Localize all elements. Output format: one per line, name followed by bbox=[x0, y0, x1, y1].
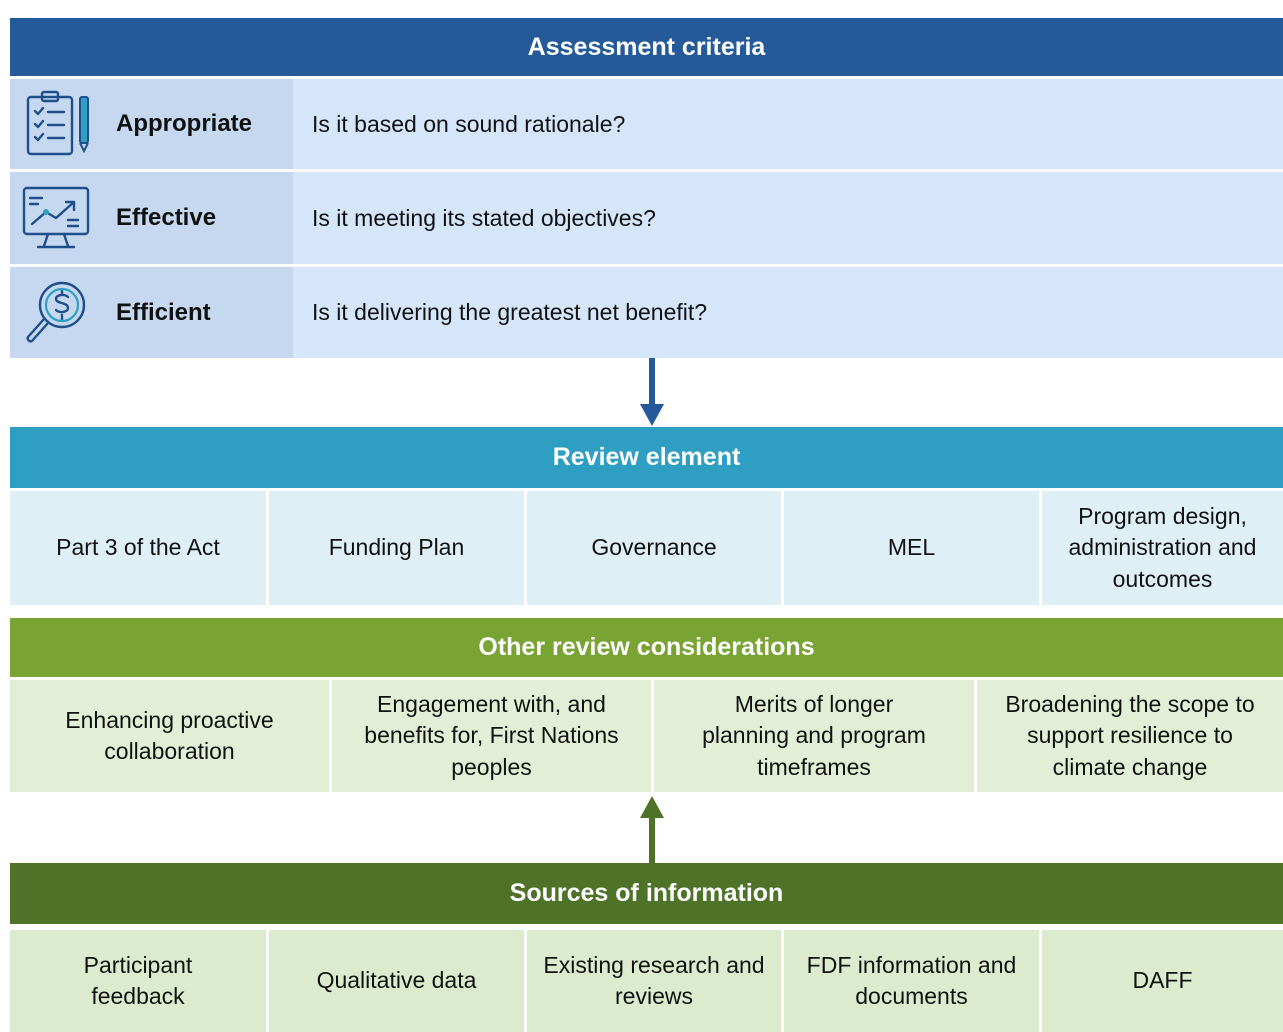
criteria-row-effective: Effective Is it meeting its stated objec… bbox=[10, 172, 1283, 264]
other-consideration-text: Broadening the scope to support resilien… bbox=[1005, 690, 1255, 780]
other-considerations-row: Enhancing proactive collaboration Engage… bbox=[10, 680, 1283, 792]
assessment-criteria-title: Assessment criteria bbox=[527, 32, 766, 61]
review-element-cell: Funding Plan bbox=[269, 491, 524, 605]
review-element-cell: Governance bbox=[527, 491, 781, 605]
assessment-criteria-header: Assessment criteria bbox=[10, 18, 1283, 76]
criteria-row-efficient: Efficient Is it delivering the greatest … bbox=[10, 267, 1283, 358]
criteria-question-cell: Is it delivering the greatest net benefi… bbox=[293, 267, 1283, 358]
criteria-question: Is it meeting its stated objectives? bbox=[312, 204, 656, 231]
source-cell: DAFF bbox=[1042, 930, 1283, 1032]
review-element-cell: Part 3 of the Act bbox=[10, 491, 266, 605]
other-consideration-cell: Engagement with, and benefits for, First… bbox=[332, 680, 651, 792]
criteria-row-appropriate: Appropriate Is it based on sound rationa… bbox=[10, 79, 1283, 169]
review-element-text: MEL bbox=[887, 534, 936, 561]
criteria-name: Effective bbox=[116, 204, 217, 231]
criteria-question-cell: Is it meeting its stated objectives? bbox=[293, 172, 1283, 264]
criteria-label-cell: Appropriate bbox=[10, 79, 293, 169]
up-arrow-icon bbox=[640, 796, 664, 864]
source-text: Participant feedback bbox=[83, 951, 193, 1010]
source-cell: Existing research and reviews bbox=[527, 930, 781, 1032]
criteria-label-cell: Efficient bbox=[10, 267, 293, 358]
sources-of-information-header: Sources of information bbox=[10, 863, 1283, 924]
source-text: DAFF bbox=[1132, 967, 1193, 994]
criteria-name: Efficient bbox=[116, 298, 211, 326]
magnifier-dollar-icon bbox=[10, 267, 102, 358]
review-element-text: Governance bbox=[591, 534, 717, 561]
review-element-text: Part 3 of the Act bbox=[56, 534, 220, 561]
other-review-considerations-header: Other review considerations bbox=[10, 618, 1283, 677]
monitor-chart-icon bbox=[10, 172, 102, 264]
source-cell: FDF information and documents bbox=[784, 930, 1039, 1032]
criteria-name: Appropriate bbox=[116, 110, 253, 137]
other-consideration-text: Enhancing proactive collaboration bbox=[65, 706, 274, 765]
other-consideration-cell: Enhancing proactive collaboration bbox=[10, 680, 329, 792]
sources-of-information-title: Sources of information bbox=[509, 879, 784, 907]
other-consideration-cell: Broadening the scope to support resilien… bbox=[977, 680, 1283, 792]
criteria-question: Is it based on sound rationale? bbox=[312, 110, 626, 137]
review-element-cell: Program design, administration and outco… bbox=[1042, 491, 1283, 605]
source-cell: Participant feedback bbox=[10, 930, 266, 1032]
review-element-header: Review element bbox=[10, 427, 1283, 488]
review-element-text: Program design, administration and outco… bbox=[1068, 502, 1257, 592]
clipboard-checklist-icon bbox=[10, 79, 102, 169]
source-text: FDF information and documents bbox=[806, 951, 1017, 1010]
other-consideration-text: Engagement with, and benefits for, First… bbox=[364, 690, 619, 780]
source-text: Qualitative data bbox=[316, 967, 477, 994]
criteria-label-cell: Effective bbox=[10, 172, 293, 264]
criteria-question: Is it delivering the greatest net benefi… bbox=[312, 299, 708, 325]
criteria-question-cell: Is it based on sound rationale? bbox=[293, 79, 1283, 169]
review-element-title: Review element bbox=[552, 443, 741, 471]
source-cell: Qualitative data bbox=[269, 930, 524, 1032]
sources-row: Participant feedback Qualitative data Ex… bbox=[10, 930, 1283, 1032]
other-review-considerations-title: Other review considerations bbox=[478, 633, 815, 661]
review-element-text: Funding Plan bbox=[328, 534, 465, 561]
review-element-cell: MEL bbox=[784, 491, 1039, 605]
other-consideration-text: Merits of longer planning and program ti… bbox=[702, 690, 926, 780]
other-consideration-cell: Merits of longer planning and program ti… bbox=[654, 680, 974, 792]
source-text: Existing research and reviews bbox=[543, 951, 765, 1010]
review-element-row: Part 3 of the Act Funding Plan Governanc… bbox=[10, 491, 1283, 605]
down-arrow-icon bbox=[640, 358, 664, 426]
